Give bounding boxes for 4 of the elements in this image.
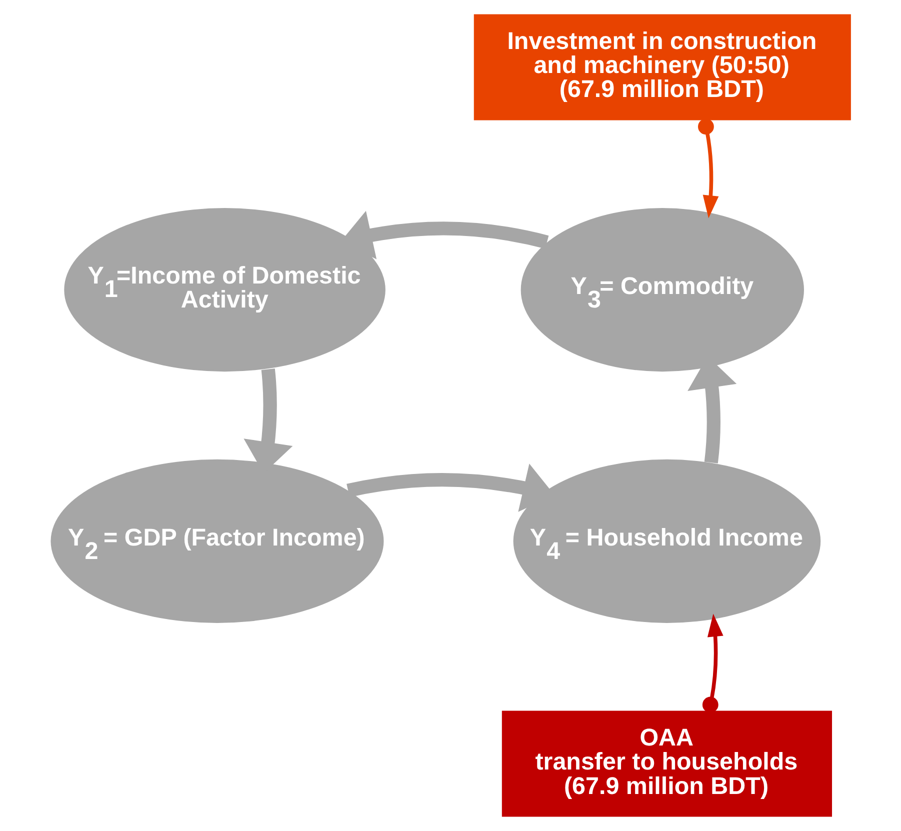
arrow — [698, 118, 718, 218]
node-box: Investment in construction and machinery (50:50) (67.9 million BDT) — [473, 14, 850, 120]
node-box: OAA transfer to households (67.9 million BDT) — [501, 710, 832, 817]
arrow — [702, 614, 723, 713]
